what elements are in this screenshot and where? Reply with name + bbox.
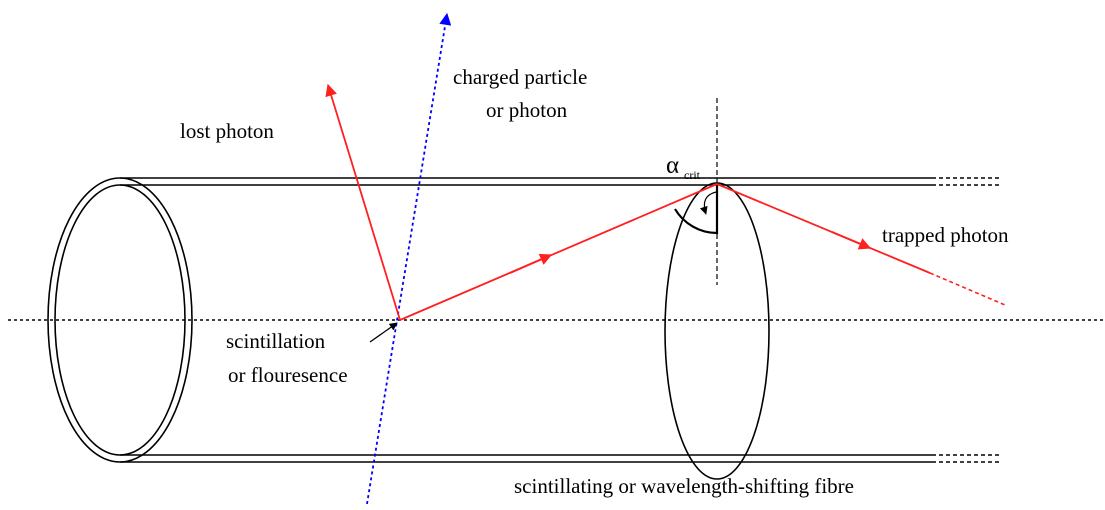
charged-particle-label-line1: charged particle	[453, 65, 587, 89]
photon-ray-to-wall	[399, 183, 718, 321]
lost-photon-ray	[325, 83, 401, 321]
trapped-photon-label: trapped photon	[882, 223, 1009, 247]
alpha-crit-subscript: crit	[684, 168, 701, 182]
charged-particle-label-line2: or photon	[486, 98, 568, 122]
scintillation-pointer	[369, 322, 398, 343]
fibre-continuation-dashes	[932, 177, 1000, 463]
scintillation-label-line2: or flouresence	[228, 363, 348, 387]
photon-ray-continuation	[929, 272, 1006, 306]
photon-direction-arrow-2	[831, 231, 872, 250]
lost-photon-label: lost photon	[180, 119, 274, 143]
fibre-label: scintillating or wavelength-shifting fib…	[514, 474, 854, 498]
critical-angle-arrow	[699, 191, 717, 215]
scintillation-label-line1: scintillation	[226, 329, 326, 353]
fibre-cylinder	[47, 177, 1000, 463]
alpha-crit-symbol: α	[666, 152, 679, 179]
particle-track	[366, 12, 452, 505]
photon-direction-arrow-1	[509, 253, 553, 274]
photon-ray-reflected	[716, 183, 931, 274]
critical-angle-sector	[674, 184, 719, 235]
